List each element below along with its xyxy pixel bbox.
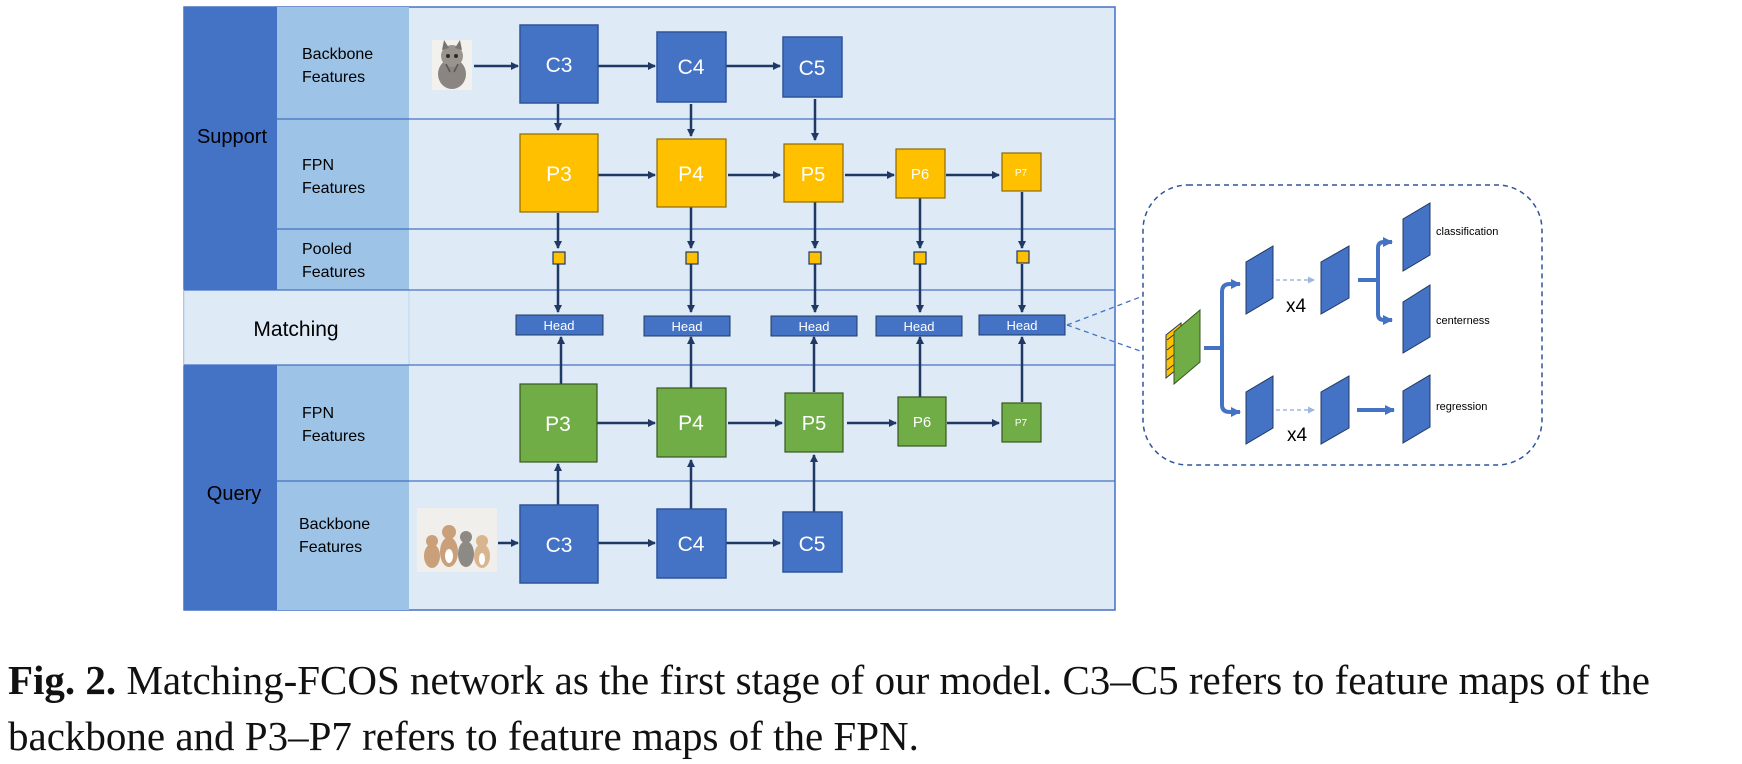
- query-fpn-boxes: P3 P4 P5 P6 P7: [519, 383, 1042, 463]
- head-detail-output-regression: regression: [1436, 401, 1487, 413]
- support-fpn-boxes: P3 P4 P5 P6 P7: [519, 133, 1042, 213]
- query-backbone-label-2: Features: [299, 539, 362, 556]
- support-c3-label: C3: [546, 54, 573, 77]
- query-p6-label: P6: [913, 414, 931, 431]
- query-p6-box: [897, 396, 947, 447]
- head-detail-planes: [1245, 202, 1431, 445]
- head-detail-repeat-lower: x4: [1287, 425, 1308, 446]
- pooled-label-1: Pooled: [302, 241, 352, 258]
- support-backbone-boxes: C3 C4 C5: [519, 24, 843, 104]
- query-p4-box: [656, 387, 727, 458]
- query-label: Query: [207, 483, 261, 505]
- support-label-column: [277, 7, 409, 290]
- matching-label: Matching: [253, 318, 338, 341]
- support-fpn-label-1: FPN: [302, 157, 334, 174]
- matching-fcos-diagram: Support Query Matching Backbone Features…: [183, 6, 1543, 611]
- query-c4-label: C4: [678, 533, 705, 556]
- head-detail-input-feature: [1165, 308, 1201, 386]
- support-c4-box: [656, 31, 727, 103]
- support-backbone-label-1: Backbone: [302, 46, 373, 63]
- support-p5-box: [783, 143, 844, 203]
- support-p7-box: [1001, 152, 1042, 192]
- query-label-column: [277, 365, 409, 610]
- query-p4-label: P4: [678, 412, 704, 435]
- query-c5-box: [782, 511, 843, 573]
- head-box-3: [770, 315, 858, 337]
- support-p3-box: [519, 133, 599, 213]
- head-detail-callout-lines: [1066, 295, 1144, 353]
- pooled-feature-squares: [552, 250, 1030, 265]
- query-backbone-boxes: C3 C4 C5: [519, 504, 843, 584]
- query-fpn-label-2: Features: [302, 428, 365, 445]
- query-c5-label: C5: [799, 533, 826, 556]
- head-detail-plane-6: [1320, 375, 1350, 445]
- connector-arrows: [474, 62, 1026, 547]
- head-box-1: [515, 314, 604, 336]
- support-p6-box: [895, 148, 946, 199]
- pooled-label-2: Features: [302, 264, 365, 281]
- head-detail-plane-4: [1402, 284, 1431, 354]
- head-detail-output-classification: classification: [1436, 226, 1498, 238]
- head-box-2: [643, 315, 731, 337]
- query-p3-label: P3: [545, 413, 571, 436]
- query-p3-box: [519, 383, 598, 463]
- head-box-5: [978, 314, 1066, 336]
- support-c3-box: [519, 24, 599, 104]
- support-p7-label: P7: [1015, 168, 1028, 179]
- query-p7-label: P7: [1015, 418, 1028, 429]
- figure-caption-text: Matching-FCOS network as the first stage…: [8, 657, 1650, 759]
- support-label: Support: [197, 126, 267, 148]
- query-c3-label: C3: [546, 534, 573, 557]
- head-detail-output-centerness: centerness: [1436, 315, 1490, 327]
- support-fpn-label-2: Features: [302, 180, 365, 197]
- query-p7-box: [1001, 402, 1042, 443]
- support-p4-label: P4: [678, 163, 704, 186]
- query-c3-box: [519, 504, 599, 584]
- figure-caption: Fig. 2. Matching-FCOS network as the fir…: [8, 652, 1738, 764]
- support-c5-box: [782, 36, 843, 98]
- head-detail-plane-7: [1402, 374, 1431, 444]
- support-p3-label: P3: [546, 163, 572, 186]
- head-detail-repeat-connectors: [1276, 276, 1315, 414]
- figure-label: Fig. 2.: [8, 657, 117, 703]
- support-cat-image: [432, 40, 472, 90]
- support-p5-label: P5: [801, 164, 825, 186]
- matching-label-cell: [183, 289, 410, 366]
- head-detail-plane-5: [1245, 375, 1274, 445]
- support-c4-label: C4: [678, 56, 705, 79]
- row-separators: [184, 118, 1115, 482]
- head-detail-plane-3: [1402, 202, 1431, 272]
- query-cats-image: [417, 508, 497, 572]
- head-label-3: Head: [798, 319, 829, 334]
- query-p5-label: P5: [802, 413, 826, 435]
- head-detail-plane-2: [1320, 245, 1350, 315]
- query-c4-box: [656, 508, 727, 579]
- head-label-5: Head: [1006, 318, 1037, 333]
- head-detail-panel: x4 x4 classification centerness regressi…: [1142, 184, 1543, 466]
- head-label-1: Head: [543, 318, 574, 333]
- query-fpn-label-1: FPN: [302, 405, 334, 422]
- support-backbone-label-2: Features: [302, 69, 365, 86]
- support-p4-box: [656, 138, 727, 208]
- head-detail-branches: [1204, 237, 1395, 417]
- sub-row-labels: Backbone Features FPN Features Pooled Fe…: [299, 46, 373, 556]
- head-detail-plane-1: [1245, 245, 1274, 315]
- head-boxes: Head Head Head Head Head: [515, 314, 1066, 337]
- query-p5-box: [784, 392, 844, 453]
- head-box-4: [875, 315, 963, 337]
- support-c5-label: C5: [799, 57, 826, 80]
- support-band: [184, 7, 277, 290]
- head-detail-repeat-upper: x4: [1286, 296, 1307, 317]
- head-label-4: Head: [903, 319, 934, 334]
- support-p6-label: P6: [911, 166, 929, 183]
- head-label-2: Head: [671, 319, 702, 334]
- query-backbone-label-1: Backbone: [299, 516, 370, 533]
- query-band: [184, 365, 277, 610]
